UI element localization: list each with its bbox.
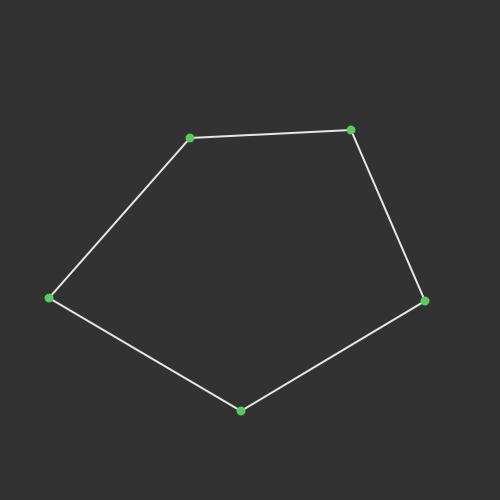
polygon-shape	[48, 129, 426, 412]
vertex-handle[interactable]	[44, 293, 54, 303]
polygon-edge[interactable]	[189, 129, 352, 139]
polygon-edge[interactable]	[48, 137, 191, 299]
vertex-handle[interactable]	[236, 406, 246, 416]
vertex-handle[interactable]	[185, 133, 195, 143]
polygon-edge[interactable]	[240, 300, 426, 412]
vertex-handle[interactable]	[420, 296, 430, 306]
vertex-handle[interactable]	[346, 125, 356, 135]
polygon-edge[interactable]	[350, 129, 426, 302]
polygon-vertices	[44, 125, 430, 416]
polygon-edge[interactable]	[48, 297, 242, 412]
